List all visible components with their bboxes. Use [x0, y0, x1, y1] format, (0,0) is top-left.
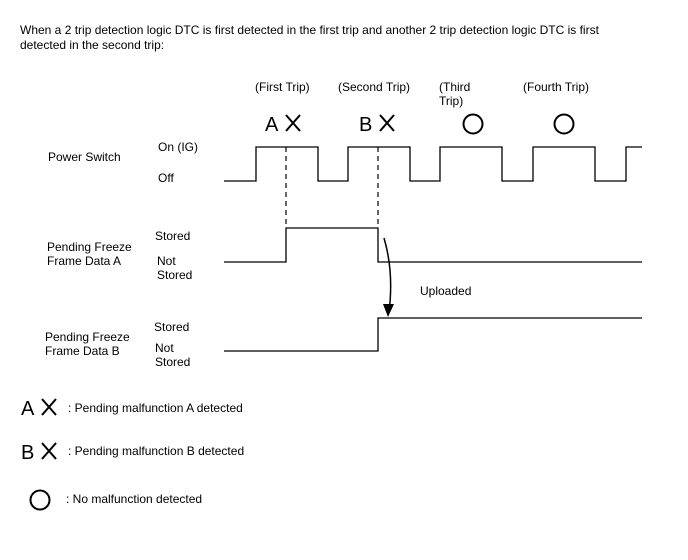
marker-a-letter: A: [265, 114, 279, 136]
legend-item-a: A : Pending malfunction A detected: [21, 398, 243, 420]
intro-line-2: detected in the second trip:: [20, 38, 164, 52]
power-switch-on-label: On (IG): [158, 140, 198, 154]
legend-a-letter: A: [21, 398, 35, 420]
arrow-head-icon: [383, 304, 394, 317]
freeze-b-label-line-2: Frame Data B: [45, 344, 120, 358]
freeze-b-stored-label: Stored: [154, 320, 189, 334]
freeze-a-waveform: [224, 227, 642, 263]
marker-b-letter: B: [359, 114, 372, 136]
freeze-a-not-stored-label-1: Not: [157, 254, 176, 268]
freeze-a-stored-label: Stored: [155, 229, 190, 243]
cross-icon: [379, 114, 395, 132]
power-switch-waveform: [224, 146, 642, 182]
legend-item-circle: : No malfunction detected: [29, 489, 202, 511]
legend-circle-text: : No malfunction detected: [66, 492, 202, 506]
freeze-b-not-stored-label-1: Not: [155, 341, 174, 355]
cross-icon: [285, 114, 301, 132]
intro-line-1: When a 2 trip detection logic DTC is fir…: [20, 23, 600, 37]
trip-label-second: (Second Trip): [338, 80, 410, 94]
uploaded-arrow: [383, 237, 392, 313]
freeze-b-waveform: [224, 317, 642, 352]
freeze-a-not-stored-label-2: Stored: [157, 268, 192, 282]
power-switch-off-label: Off: [158, 171, 174, 185]
trip-label-first: (First Trip): [255, 80, 310, 94]
freeze-b-not-stored-label-2: Stored: [155, 355, 190, 369]
trip-label-fourth: (Fourth Trip): [523, 80, 589, 94]
circle-icon-fourth-trip: [553, 113, 575, 135]
cross-icon: [41, 398, 57, 416]
legend-b-letter: B: [21, 442, 34, 464]
legend-item-b: B : Pending malfunction B detected: [21, 442, 244, 464]
trip-label-third-line-2: Trip): [439, 94, 463, 108]
cross-icon: [41, 442, 57, 460]
trip-label-third-line-1: (Third: [439, 80, 470, 94]
uploaded-label: Uploaded: [420, 284, 471, 298]
trip-marker-b: B: [359, 114, 395, 136]
power-switch-label: Power Switch: [48, 150, 121, 164]
freeze-a-label-line-2: Frame Data A: [47, 254, 121, 268]
legend: A : Pending malfunction A detected B : P…: [21, 398, 244, 511]
legend-b-text: : Pending malfunction B detected: [68, 444, 244, 458]
trip-marker-a: A: [265, 114, 301, 136]
circle-icon: [29, 489, 51, 511]
freeze-a-label-line-1: Pending Freeze: [47, 240, 132, 254]
legend-a-text: : Pending malfunction A detected: [68, 401, 243, 415]
circle-icon-third-trip: [462, 113, 484, 135]
freeze-b-label-line-1: Pending Freeze: [45, 330, 130, 344]
